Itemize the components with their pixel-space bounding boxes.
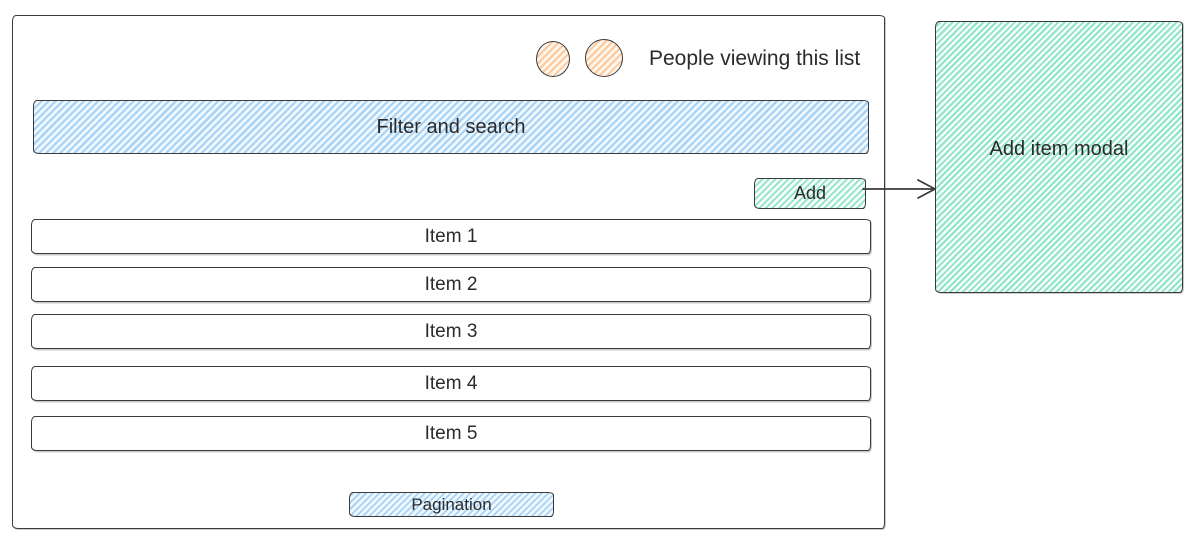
pagination-label: Pagination [411,494,492,514]
viewer-avatar-2[interactable] [585,39,623,77]
arrow-add-to-modal-icon [862,179,936,199]
list-item[interactable]: Item 5 [31,416,871,451]
filter-search-bar[interactable]: Filter and search [33,100,869,154]
list-panel: People viewing this list Filter and sear… [12,15,885,529]
viewers-label: People viewing this list [649,47,861,70]
list-item[interactable]: Item 4 [31,366,871,401]
filter-search-label: Filter and search [376,115,526,138]
add-button-label: Add [793,183,827,203]
list-item[interactable]: Item 3 [31,314,871,349]
list-item-label: Item 4 [424,372,478,394]
list-item-label: Item 3 [424,320,478,342]
list-item-label: Item 2 [424,273,478,295]
list-item[interactable]: Item 1 [31,219,871,254]
add-button[interactable]: Add [754,178,866,209]
pagination-control[interactable]: Pagination [349,492,554,517]
list-item[interactable]: Item 2 [31,267,871,302]
add-item-modal-label: Add item modal [989,137,1129,160]
add-item-modal[interactable]: Add item modal [935,21,1183,293]
list-item-label: Item 1 [424,225,478,247]
list-item-label: Item 5 [424,422,478,444]
viewer-avatar-1[interactable] [536,41,570,77]
